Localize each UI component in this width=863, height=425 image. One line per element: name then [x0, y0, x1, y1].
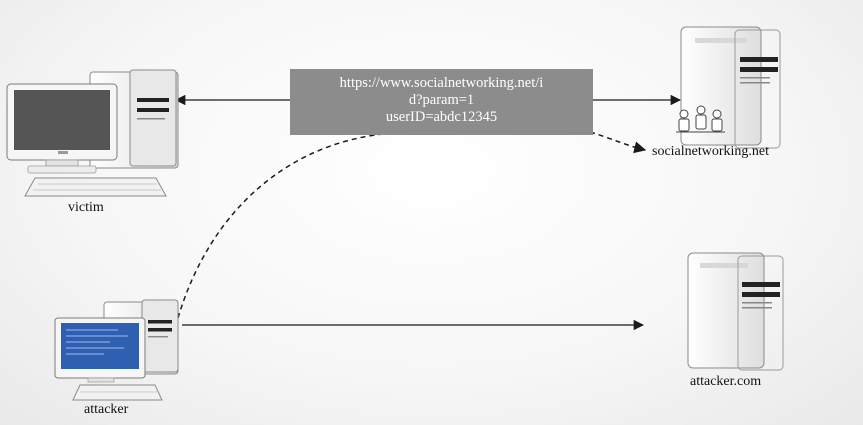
attacker-computer-icon [54, 299, 179, 401]
attacker-server-label: attacker.com [690, 374, 762, 389]
attacker-server-icon [687, 252, 784, 371]
attacker-label: attacker [84, 402, 129, 417]
victim-computer-icon [6, 69, 179, 197]
users-group-icon [676, 105, 725, 133]
dashed-arrow-to-socialnetworking [589, 131, 647, 154]
url-line-3: userID=abdc12345 [385, 109, 498, 125]
malicious-url-box: https://www.socialnetworking.net/i d?par… [290, 69, 593, 135]
url-line-2: d?param=1 [408, 92, 475, 108]
url-line-1: https://www.socialnetworking.net/i [339, 75, 544, 91]
socialnetworking-label: socialnetworking.net [652, 144, 770, 159]
socialnetworking-server-icon [680, 26, 781, 149]
victim-label: victim [68, 200, 104, 215]
dashed-curve-attacker-to-url [177, 132, 395, 319]
